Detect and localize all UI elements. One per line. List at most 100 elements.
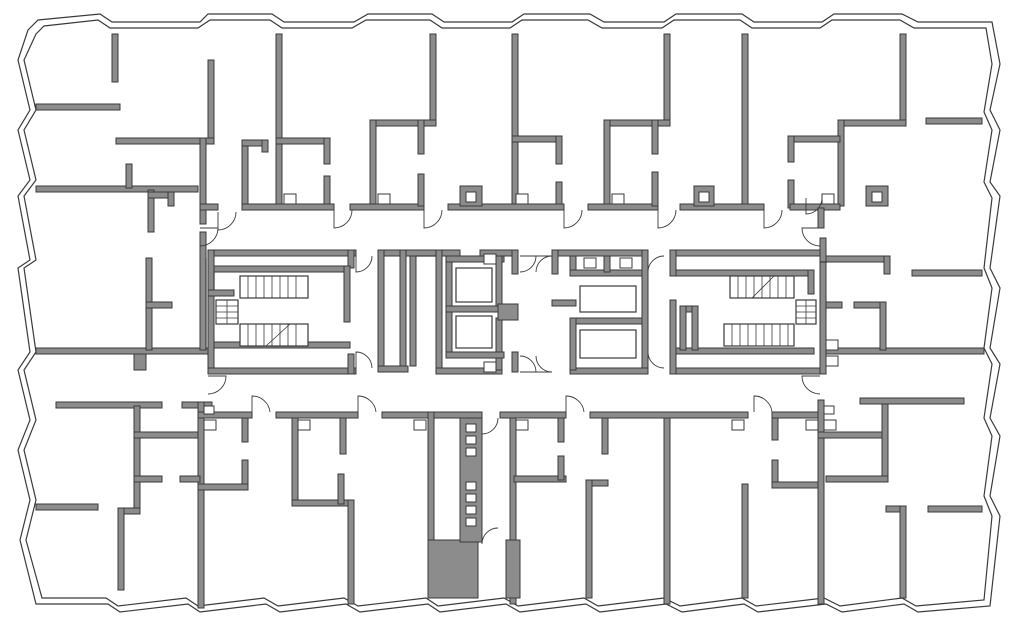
- wall-segment: [925, 117, 983, 125]
- wall-segment: [511, 135, 563, 143]
- wall-segment: [323, 137, 331, 165]
- wall-segment: [691, 305, 699, 351]
- door-swing: [355, 351, 373, 369]
- wall-segment: [427, 539, 479, 599]
- wall-segment: [879, 301, 887, 351]
- shaft: [871, 191, 883, 203]
- door-swing: [647, 351, 665, 369]
- left-stair-core: [207, 249, 357, 375]
- wall-segment: [511, 249, 519, 275]
- door-swing: [657, 209, 677, 229]
- wall-segment: [145, 301, 173, 309]
- wall-segment: [603, 119, 611, 205]
- stair-flight-lower: [723, 323, 795, 347]
- wall-segment: [825, 475, 889, 483]
- door-swing: [563, 209, 583, 229]
- wall-segment: [337, 473, 345, 505]
- wall-segment: [323, 175, 331, 207]
- wall-segment: [837, 119, 907, 127]
- wall-segment: [35, 103, 121, 111]
- wall-segment: [927, 505, 983, 513]
- wall-segment: [207, 249, 215, 375]
- door-swing: [251, 395, 271, 413]
- wall-segment: [817, 399, 825, 605]
- facade-top-outer: [17, 13, 1001, 613]
- vent: [465, 447, 477, 457]
- wall-segment: [505, 539, 521, 599]
- wall-segment: [447, 203, 565, 211]
- vent: [465, 435, 477, 445]
- wall-segment: [669, 249, 827, 257]
- door-swing: [333, 209, 353, 229]
- shaft: [297, 419, 311, 431]
- wall-segment: [197, 401, 205, 609]
- wall-segment: [881, 403, 889, 483]
- wall-segment: [147, 189, 155, 233]
- wall-segment: [495, 255, 503, 307]
- wall-segment: [509, 417, 517, 605]
- door-swing: [763, 209, 783, 229]
- wall-segment: [551, 249, 649, 257]
- door-swing: [207, 375, 227, 395]
- wall-segment: [663, 33, 671, 127]
- door-swing: [753, 395, 773, 413]
- wall-segment: [899, 505, 907, 599]
- stair-flight-lower: [239, 323, 309, 347]
- wall-segment: [435, 367, 503, 375]
- wall-segment: [213, 265, 351, 273]
- wall-segment: [291, 417, 299, 507]
- wall-segment: [557, 455, 565, 481]
- elevator-car: [579, 285, 637, 313]
- shaft: [825, 339, 839, 351]
- wall-segment: [817, 207, 825, 229]
- right-middle-partitions: [133, 231, 891, 371]
- wall-segment: [445, 305, 505, 313]
- shaft: [825, 355, 839, 367]
- wall-segment: [133, 405, 141, 511]
- shaft: [611, 193, 625, 205]
- wall-segment: [603, 119, 671, 127]
- wall-segment: [569, 317, 577, 371]
- shaft: [465, 191, 477, 203]
- wall-segment: [125, 163, 133, 189]
- elevator-car: [455, 315, 493, 349]
- door-swing: [217, 211, 237, 231]
- wall-segment: [555, 181, 563, 207]
- wall-segment: [771, 481, 825, 489]
- door-swing: [423, 209, 443, 229]
- wall-segment: [825, 255, 891, 263]
- wall-segment: [35, 185, 199, 193]
- wall-segment: [741, 483, 749, 599]
- wall-segment: [199, 137, 207, 225]
- wall-segment: [641, 249, 649, 375]
- wall-segment: [409, 255, 417, 367]
- wall-segment: [339, 417, 347, 455]
- wall-segment: [241, 417, 249, 443]
- wall-segment: [663, 417, 671, 605]
- wall-segment: [497, 303, 519, 321]
- right-stair-core: [669, 237, 839, 375]
- vent: [465, 517, 477, 527]
- wall-segment: [377, 249, 461, 257]
- wall-segment: [899, 33, 907, 127]
- wall-segment: [669, 367, 827, 375]
- wall-segment: [347, 353, 355, 375]
- shaft: [413, 419, 427, 431]
- wall-segment: [825, 301, 843, 309]
- wall-segment: [675, 347, 815, 355]
- shaft: [377, 193, 391, 205]
- stair-flight-upper: [239, 275, 309, 299]
- wall-segment: [499, 411, 567, 419]
- wall-segment: [859, 397, 965, 405]
- door-swing: [805, 197, 823, 215]
- door-swings: [199, 197, 823, 545]
- thin-lines: [205, 255, 826, 350]
- door-swing: [519, 355, 537, 373]
- wall-segment: [369, 119, 437, 127]
- wall-segment: [787, 135, 795, 163]
- center-core: [377, 249, 649, 375]
- vent: [465, 481, 477, 491]
- wall-segment: [669, 249, 677, 277]
- wall-segment: [133, 475, 163, 483]
- wall-segment: [445, 351, 505, 359]
